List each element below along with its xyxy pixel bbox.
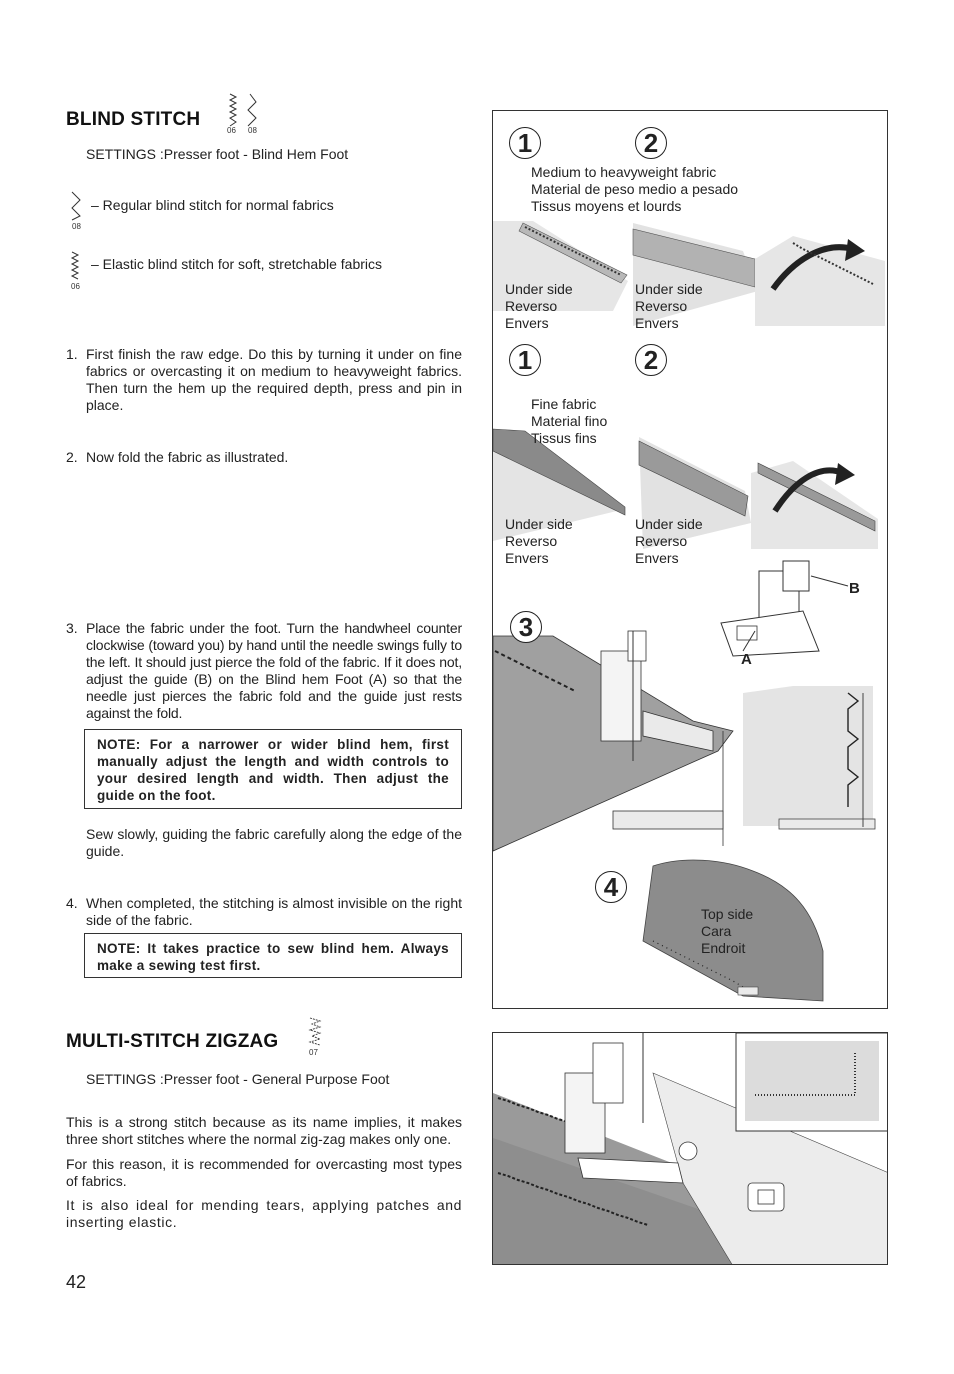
icon-code-06: 06 — [227, 126, 236, 135]
zigzag-para-1: This is a strong stitch because as its n… — [66, 1114, 462, 1147]
page-number: 42 — [66, 1272, 87, 1292]
heavy-fabric-label: Medium to heavyweight fabric Material de… — [531, 164, 739, 214]
zigzag-para-3: It is also ideal for mending tears, appl… — [66, 1197, 462, 1230]
zigzag-machine-illustration — [493, 1033, 887, 1264]
top-side-label: Top side Cara Endroit — [701, 906, 754, 956]
regular-blind-icon: 08 — [68, 190, 88, 232]
step-1-num: 1. — [66, 346, 78, 362]
fine-fabric-label: Fine fabric Material fino Tissus fins — [531, 396, 608, 446]
foot-label-a: A — [741, 651, 752, 668]
blind-stitch-symbol-icon — [228, 93, 257, 127]
step-1-text: First finish the raw edge. Do this by tu… — [86, 346, 462, 413]
blind-stitch-title: BLIND STITCH — [66, 109, 201, 130]
multi-zigzag-figure — [492, 1032, 888, 1265]
under-side-label-1: Under side Reverso Envers — [505, 281, 573, 331]
step-2-text: Now fold the fabric as illustrated. — [86, 449, 289, 465]
step-3-num: 3. — [66, 620, 78, 636]
blind-stitch-icons: 06 08 — [224, 92, 274, 138]
figure-step-2b-circle: 2 — [635, 344, 667, 376]
blind-settings: SETTINGS :Presser foot - Blind Hem Foot — [86, 146, 349, 162]
step-3-text: Place the fabric under the foot. Turn th… — [86, 620, 462, 721]
under-side-label-2: Under side Reverso Envers — [635, 281, 703, 331]
elastic-blind-text: – Elastic blind stitch for soft, stretch… — [91, 256, 383, 272]
figure-step-1-circle: 1 — [509, 127, 541, 159]
step-4-num: 4. — [66, 895, 78, 911]
step-4-text: When completed, the stitching is almost … — [86, 895, 462, 928]
figure-step-3-circle: 3 — [510, 611, 542, 643]
regular-blind-text: – Regular blind stitch for normal fabric… — [91, 197, 334, 213]
under-side-label-4: Under side Reverso Envers — [635, 516, 703, 566]
elastic-blind-icon: 06 — [68, 250, 88, 292]
blind-hem-figure: 1 2 1 2 3 4 Medium to heavyweight fabric… — [492, 110, 888, 1009]
zigzag-para-2: For this reason, it is recommended for o… — [66, 1156, 462, 1189]
guide-label-b: B — [849, 580, 860, 597]
multi-zigzag-icon: 07 — [306, 1016, 330, 1060]
multi-zigzag-symbol-icon — [308, 1017, 322, 1046]
blind-hem-illustration — [493, 221, 885, 1002]
icon-code-08: 08 — [248, 126, 257, 135]
note-narrow-wide: NOTE: For a narrower or wider blind hem,… — [84, 729, 462, 809]
note-practice: NOTE: It takes practice to sew blind hem… — [84, 933, 462, 978]
multi-zigzag-title: MULTI-STITCH ZIGZAG — [66, 1031, 279, 1052]
figure-step-4-circle: 4 — [595, 871, 627, 903]
zigzag-settings: SETTINGS :Presser foot - General Purpose… — [86, 1071, 390, 1087]
figure-step-1b-circle: 1 — [509, 344, 541, 376]
step-2-num: 2. — [66, 449, 78, 465]
under-side-label-3: Under side Reverso Envers — [505, 516, 573, 566]
figure-step-2-circle: 2 — [635, 127, 667, 159]
sew-slowly-text: Sew slowly, guiding the fabric carefully… — [86, 826, 462, 859]
